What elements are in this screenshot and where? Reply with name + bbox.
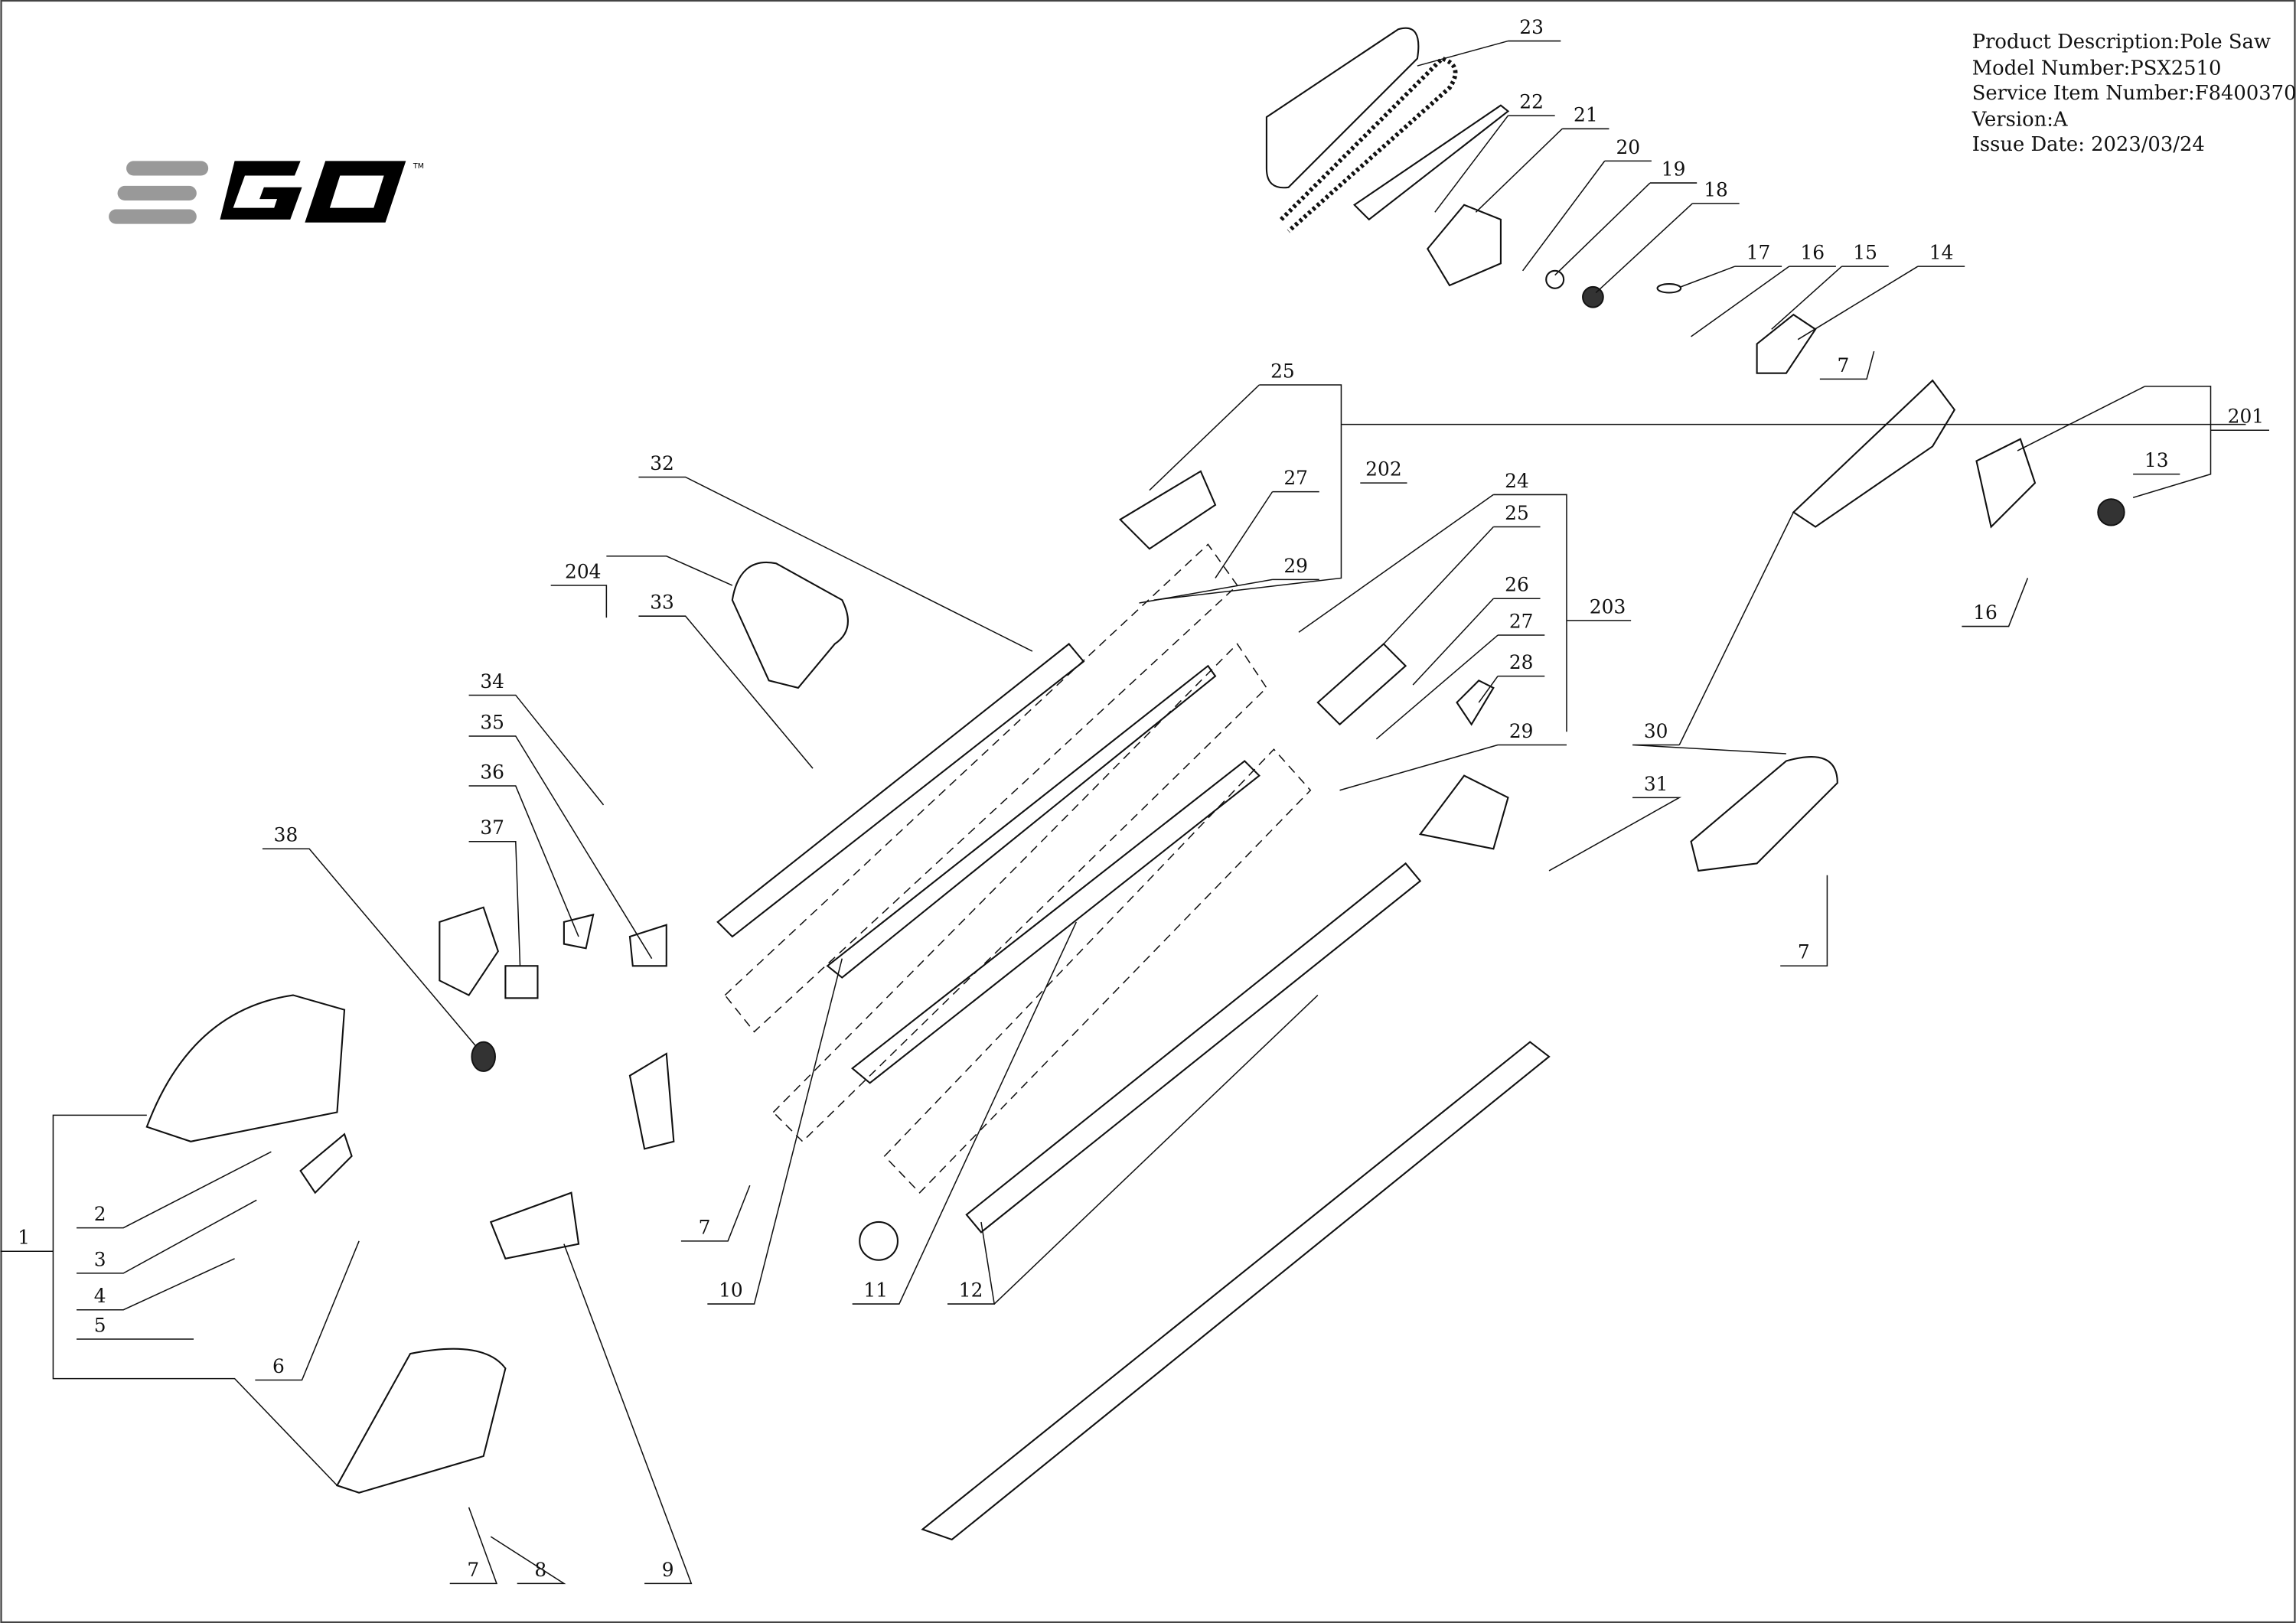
callout-30: 30 bbox=[1644, 720, 1668, 742]
guide-bar-part bbox=[1353, 104, 1510, 221]
oil-tank-part bbox=[1975, 438, 2037, 529]
coupler-part bbox=[1118, 470, 1217, 550]
callout-29b: 29 bbox=[1509, 720, 1534, 742]
callout-34: 34 bbox=[480, 670, 504, 693]
callout-16: 16 bbox=[1800, 242, 1825, 264]
callout-201: 201 bbox=[2228, 406, 2264, 428]
version: Version:A bbox=[1971, 108, 2068, 131]
flex-shaft-part bbox=[826, 664, 1217, 979]
callout-21: 21 bbox=[1574, 104, 1598, 126]
controller-part bbox=[489, 1191, 580, 1260]
assembly-box-12 bbox=[883, 748, 1312, 1194]
callout-31: 31 bbox=[1644, 773, 1668, 795]
callout-7d: 7 bbox=[467, 1559, 479, 1581]
right-housing-part bbox=[335, 1348, 507, 1494]
leader-lines bbox=[0, 40, 2270, 1585]
lower-tube-part bbox=[965, 862, 1422, 1234]
gearbox-part bbox=[1418, 774, 1509, 850]
spring-38-part bbox=[471, 1041, 496, 1072]
sprocket-part bbox=[1582, 285, 1604, 308]
callout-24: 24 bbox=[1505, 470, 1529, 492]
callout-18: 18 bbox=[1704, 178, 1728, 200]
callout-22: 22 bbox=[1519, 91, 1544, 113]
callout-35: 35 bbox=[480, 711, 504, 733]
upper-tube-part bbox=[716, 643, 1085, 938]
bar-cover-part bbox=[1265, 27, 1420, 189]
callout-33: 33 bbox=[650, 592, 674, 614]
callout-11: 11 bbox=[863, 1279, 888, 1302]
callout-37: 37 bbox=[480, 816, 504, 839]
callout-5: 5 bbox=[94, 1314, 106, 1336]
cover-part bbox=[1756, 313, 1817, 374]
callout-14: 14 bbox=[1929, 242, 1954, 264]
callout-10: 10 bbox=[719, 1279, 743, 1302]
callout-19: 19 bbox=[1662, 158, 1686, 181]
shoulder-strap-part bbox=[921, 1041, 1551, 1541]
product-info-block: Product Description:Pole Saw Model Numbe… bbox=[1971, 31, 2296, 156]
callout-25: 25 bbox=[1270, 360, 1295, 382]
callout-7a: 7 bbox=[1838, 354, 1850, 376]
callout-4: 4 bbox=[94, 1285, 106, 1307]
washer-part bbox=[1545, 269, 1565, 289]
callout-204: 204 bbox=[565, 560, 601, 582]
callout-16b: 16 bbox=[1973, 601, 1998, 624]
end-cap-part bbox=[859, 1221, 899, 1261]
callout-6: 6 bbox=[272, 1355, 285, 1377]
head-housing-part bbox=[1792, 379, 1956, 528]
callout-13: 13 bbox=[2144, 449, 2169, 471]
callout-17: 17 bbox=[1746, 242, 1771, 264]
callout-25b: 25 bbox=[1505, 502, 1529, 524]
service-item-number: Service Item Number:F840037001S01 bbox=[1972, 82, 2296, 105]
callout-26: 26 bbox=[1505, 574, 1529, 596]
callout-15: 15 bbox=[1853, 242, 1877, 264]
sleeve-part bbox=[628, 924, 667, 967]
rear-handle-housing-part bbox=[1690, 756, 1838, 872]
oil-cap-part bbox=[2097, 498, 2125, 526]
assembly-box-203 bbox=[772, 643, 1267, 1142]
callout-29: 29 bbox=[1283, 555, 1308, 577]
ego-logo: TM bbox=[109, 161, 424, 224]
callout-32: 32 bbox=[650, 452, 674, 474]
callout-12: 12 bbox=[959, 1279, 983, 1302]
callout-7b: 7 bbox=[1798, 941, 1810, 963]
callout-23: 23 bbox=[1519, 16, 1544, 38]
spring-part bbox=[1656, 282, 1682, 294]
callout-38: 38 bbox=[274, 824, 298, 846]
issue-date: Issue Date: 2023/03/24 bbox=[1972, 133, 2205, 156]
callout-27: 27 bbox=[1283, 467, 1308, 489]
callout-2: 2 bbox=[94, 1203, 106, 1225]
parts bbox=[145, 27, 2125, 1541]
model-number: Model Number:PSX2510 bbox=[1972, 57, 2222, 80]
sprocket-cover-part bbox=[1427, 204, 1502, 287]
callout-7c: 7 bbox=[699, 1216, 711, 1238]
bearing-part bbox=[504, 965, 539, 999]
trigger-part bbox=[299, 1133, 353, 1194]
product-description: Product Description:Pole Saw bbox=[1972, 31, 2271, 54]
clip-part bbox=[563, 913, 595, 950]
callout-9: 9 bbox=[662, 1559, 674, 1581]
callout-labels: 23 22 21 20 19 18 17 16 15 14 25 32 202 … bbox=[18, 16, 2264, 1581]
callout-20: 20 bbox=[1616, 136, 1640, 158]
handle-clamp-part bbox=[439, 906, 499, 996]
callout-36: 36 bbox=[480, 761, 504, 783]
callout-27b: 27 bbox=[1509, 610, 1534, 632]
mid-tube-part bbox=[850, 760, 1261, 1084]
callout-8: 8 bbox=[534, 1559, 546, 1581]
left-housing-part bbox=[145, 994, 346, 1142]
front-handle-part bbox=[731, 562, 849, 689]
callout-28: 28 bbox=[1509, 651, 1534, 673]
handle-cover-part bbox=[628, 1052, 675, 1150]
saw-chain-part bbox=[1280, 56, 1458, 233]
knob-part bbox=[1456, 680, 1495, 726]
callout-203: 203 bbox=[1590, 595, 1626, 618]
callout-3: 3 bbox=[94, 1248, 106, 1270]
callout-202: 202 bbox=[1365, 458, 1401, 481]
svg-text:TM: TM bbox=[413, 162, 424, 171]
coupler-2-part bbox=[1316, 643, 1407, 726]
callout-1: 1 bbox=[18, 1227, 30, 1249]
